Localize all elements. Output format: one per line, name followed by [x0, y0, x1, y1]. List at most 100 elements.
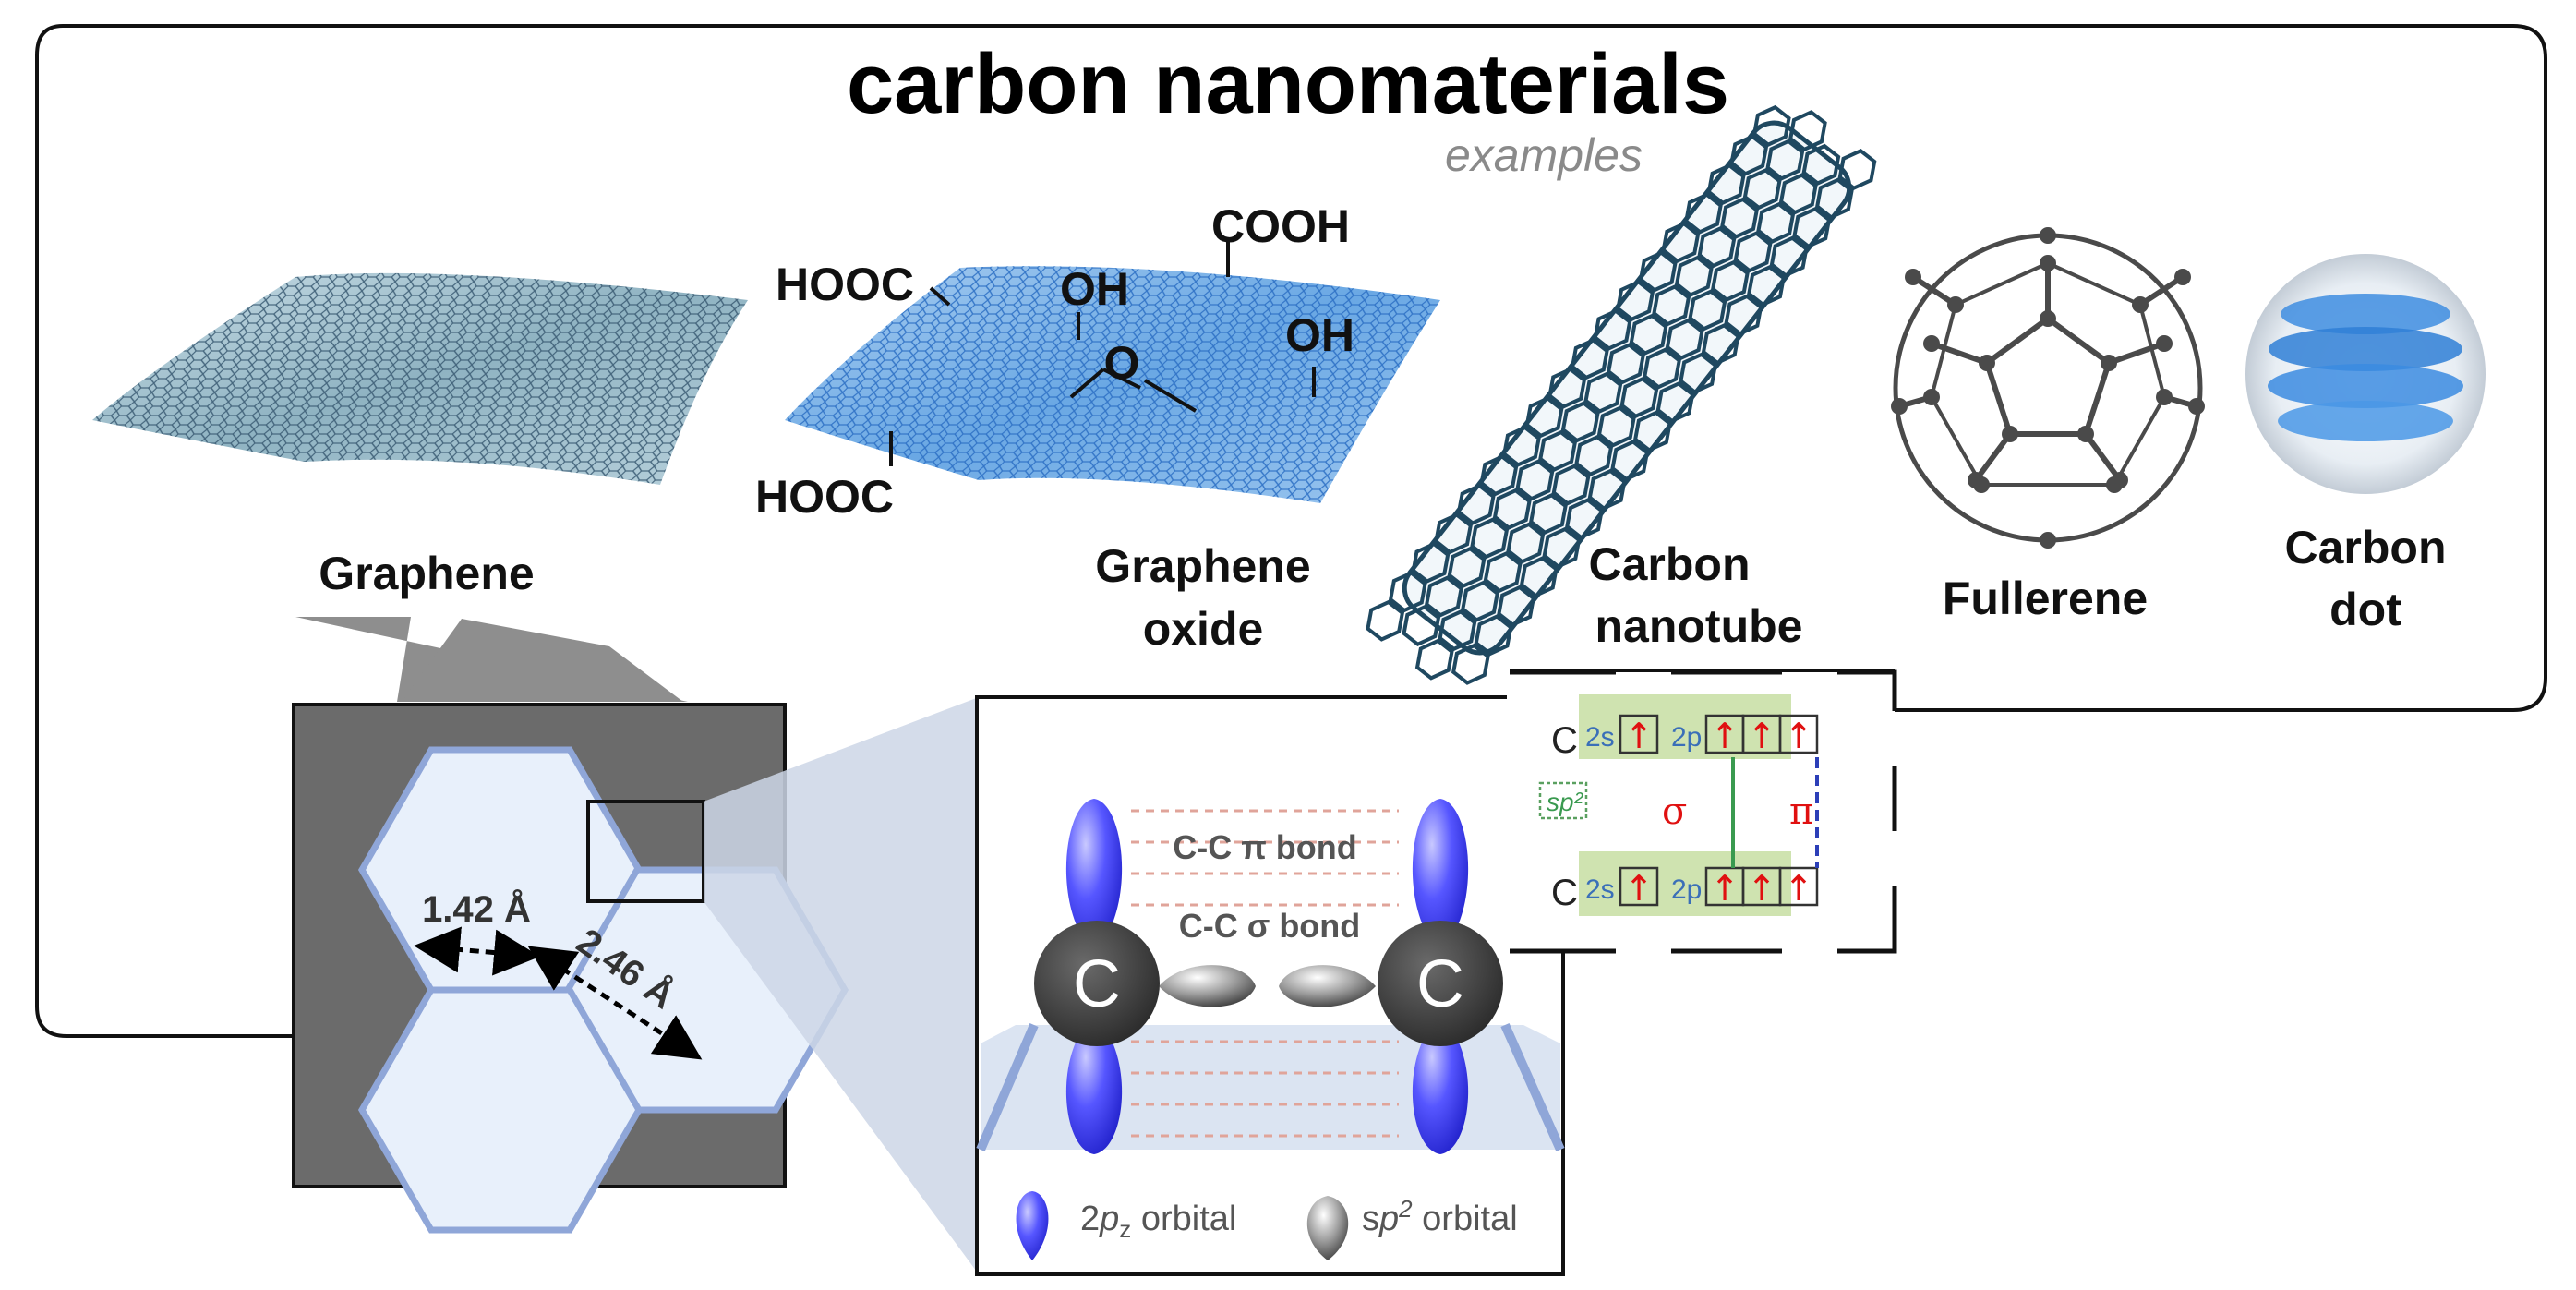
sp2-orbital-legend: sp2 orbital	[1362, 1195, 1518, 1238]
fullerene-atom	[1979, 355, 1995, 371]
functional-groups	[889, 242, 1316, 466]
nanotube-hexagon	[1674, 255, 1714, 297]
fullerene-atom	[2077, 426, 2094, 442]
group-epoxy-o: O	[1104, 337, 1140, 389]
fullerene-atom	[2040, 310, 2056, 327]
nanotube-hexagon	[1560, 401, 1600, 443]
nanotube-hexagon	[1756, 201, 1796, 244]
pz-orbital-legend-icon	[1016, 1191, 1049, 1260]
electron-spin-arrow: ↑	[1747, 716, 1776, 756]
nanotube-hexagon	[1447, 546, 1487, 588]
nanotube-hexagon	[1610, 440, 1650, 482]
outer-frame-left	[35, 24, 294, 1038]
nanotube-hexagon	[1701, 323, 1740, 366]
nanotube-hexagon	[1425, 575, 1463, 618]
atom-c-right: C	[1416, 947, 1464, 1021]
electron-arrows: ↑↑↑↑↑↑↑↑	[1624, 716, 1813, 909]
nanotube-hexagon	[1665, 318, 1704, 360]
nanotube-hexagon	[1574, 434, 1614, 477]
fullerene-atom	[2156, 335, 2173, 352]
nanotube-hexagon	[1652, 284, 1691, 327]
zoom-wedge-bonding	[704, 697, 979, 1274]
fullerene-atom	[2040, 255, 2056, 271]
nanotube-hexagon	[1684, 192, 1723, 235]
nanotube-hexagon	[1616, 280, 1655, 322]
fullerene-atom	[2156, 389, 2173, 405]
nanotube-hexagon	[1632, 410, 1672, 452]
nanotube-hexagon	[1411, 541, 1451, 584]
label-graphene-oxide-1: Graphene	[1095, 540, 1310, 592]
group-hooc-bottom: HOOC	[755, 471, 894, 523]
orbital-pi-label: π	[1789, 790, 1813, 833]
label-nanotube-2: nanotube	[1595, 600, 1803, 652]
electron-spin-arrow: ↑	[1710, 868, 1739, 909]
nanotube-hexagon	[1742, 168, 1782, 211]
label-graphene-oxide-2: oxide	[1143, 603, 1264, 655]
nanotube-hexagon	[1769, 235, 1809, 278]
nanotube-hexagon	[1733, 231, 1773, 273]
nanotube-hexagon	[1587, 468, 1627, 511]
nanotube-hexagon	[1565, 498, 1604, 540]
nanotube-hexagon	[1788, 110, 1827, 152]
fullerene-atom	[1891, 398, 1908, 415]
nanotube-hexagon	[1751, 104, 1791, 147]
nanotube-hexagon	[1679, 352, 1718, 394]
fullerene-atoms	[1891, 227, 2205, 549]
nanotube-hexagon	[1607, 343, 1645, 385]
group-hooc-top: HOOC	[776, 259, 914, 310]
nanotube-hexagon	[1792, 207, 1832, 249]
nanotube-hexagon	[1538, 429, 1577, 472]
nanotube-hexagon	[1402, 604, 1441, 646]
nanotube-hexagon	[1547, 367, 1587, 409]
nanotube-hexagon	[1474, 614, 1513, 657]
fullerene-atom	[2174, 269, 2191, 285]
nanotube-hexagon	[1583, 371, 1623, 414]
nanotube-hexagon	[1529, 493, 1568, 536]
nanotube-hexagon	[1461, 580, 1499, 622]
nanotube-hexagon	[1661, 222, 1701, 264]
nanotube-hexagon	[1434, 512, 1473, 555]
nanotube-hexagon	[1483, 551, 1523, 594]
orbital-diagram	[1507, 669, 1897, 954]
nanotube-hexagon	[1438, 609, 1477, 652]
nanotube-hexagon	[1551, 464, 1591, 506]
nanotube-hexagon	[1524, 396, 1564, 439]
nanotube-hexagon	[1706, 163, 1746, 205]
nanotube-hexagon	[1724, 294, 1763, 336]
nanotube-hexagon	[1747, 265, 1786, 307]
bond-length-label: 1.42 Å	[422, 888, 531, 930]
nanotube-hexagon	[1596, 405, 1636, 448]
lattice-constant-arrow	[527, 946, 703, 1060]
fullerene-atom	[2101, 355, 2117, 371]
nanotube-hexagon	[1778, 173, 1818, 215]
fullerene-atom	[2132, 296, 2149, 313]
nanotube-hexagon	[1542, 526, 1582, 569]
nanotube-hexagon	[1765, 139, 1805, 181]
nanotube-hexagon	[1414, 638, 1454, 681]
nanotube-hexagon	[1451, 643, 1490, 685]
nanotube-hexagon	[1815, 177, 1854, 220]
nanotube-hexagon	[1688, 289, 1727, 332]
nanotube-hexagon	[1629, 313, 1668, 356]
nanotube-hexagon	[1655, 381, 1695, 424]
electron-spin-arrow: ↑	[1784, 868, 1813, 909]
nanotube-hexagon	[1720, 197, 1759, 239]
electron-spin-arrow: ↑	[1624, 868, 1654, 909]
nanotube-hexagon	[1506, 522, 1546, 564]
carbon-nanotube	[1366, 104, 1877, 685]
nanotube-hexagon	[1492, 488, 1532, 530]
fullerene-atom	[1923, 335, 1940, 352]
fullerene-atom	[1968, 472, 1984, 488]
group-oh-2: OH	[1285, 309, 1354, 361]
orbital-2p-bottom: 2p	[1671, 874, 1702, 905]
nanotube-hexagon	[1593, 308, 1632, 351]
sigma-bond-label: C-C σ bond	[1179, 907, 1361, 945]
orbital-sp2-label: sp²	[1547, 788, 1584, 816]
nanotube-hexagon	[1729, 134, 1769, 176]
bonding-panel	[975, 695, 1565, 1276]
graphene-sheet	[92, 272, 748, 485]
carbon-dot	[2245, 254, 2486, 494]
nanotube-hexagon	[1388, 571, 1427, 613]
nanotube-hexagon	[1638, 250, 1678, 293]
